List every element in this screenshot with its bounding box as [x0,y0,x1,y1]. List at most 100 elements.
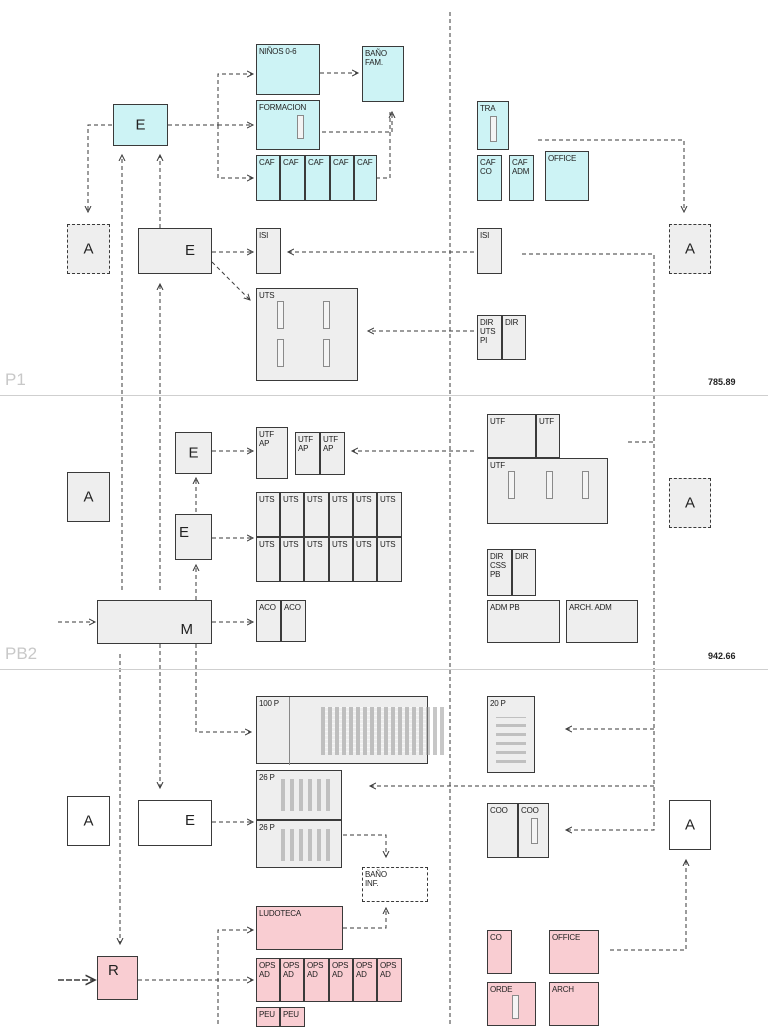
room-co[interactable]: CO [487,930,512,974]
room-ludoteca[interactable]: LUDOTECA [256,906,343,950]
room-label: ACO [259,603,276,612]
room-label: OPS AD [307,961,324,979]
room-label: NIÑOS 0-6 [259,47,297,56]
room-label: OPS AD [259,961,276,979]
entrance-node-top[interactable]: E [113,104,168,146]
room-office-top[interactable]: OFFICE [545,151,589,201]
room-26p-a[interactable]: 26 P [256,770,342,820]
level-elevation-p1: 785.89 [708,377,736,387]
desk-icon [277,301,284,329]
room-arch[interactable]: ARCH [549,982,599,1026]
room-utf-ap-3[interactable]: UTF AP [320,432,345,475]
room-orde[interactable]: ORDE [487,982,536,1026]
room-isi-left[interactable]: ISI [256,228,281,274]
room-ops-ad-3[interactable]: OPS AD [304,958,329,1002]
room-ops-ad-6[interactable]: OPS AD [377,958,402,1002]
seating-block [496,717,526,763]
room-uts-r2-3[interactable]: UTS [304,537,329,582]
room-coo-2[interactable]: COO [518,803,549,858]
room-label: DIR CSS PB [490,552,506,579]
room-dir-2[interactable]: DIR [512,549,536,596]
room-100p-auditorium[interactable]: 100 P [256,696,445,765]
room-ops-ad-2[interactable]: OPS AD [280,958,304,1002]
room-ops-ad-5[interactable]: OPS AD [353,958,377,1002]
room-label: UTS [259,495,275,504]
room-ops-ad-4[interactable]: OPS AD [329,958,353,1002]
room-label: BAÑO INF. [365,870,387,888]
room-uts-r1-2[interactable]: UTS [280,492,304,537]
room-utf-b[interactable]: UTF [536,414,560,458]
room-label: CAF ADM [512,158,530,176]
room-utf-big[interactable]: UTF [487,458,608,524]
room-arch-adm[interactable]: ARCH. ADM [566,600,638,643]
room-utf-ap-2[interactable]: UTF AP [295,432,320,475]
entrance-node-2[interactable]: E [138,228,212,274]
room-utf-ap-1[interactable]: UTF AP [256,427,288,479]
room-utf-a[interactable]: UTF [487,414,536,458]
room-coo-1[interactable]: COO [487,803,518,858]
room-dir-uts-pi[interactable]: DIR UTS PI [477,315,502,360]
access-node-right-low[interactable]: A [669,800,711,850]
room-label: CAF [357,158,373,167]
main-hall-node[interactable]: M [97,600,212,644]
room-caf-3[interactable]: CAF [305,155,330,201]
room-uts-r1-6[interactable]: UTS [377,492,402,537]
room-uts-r2-5[interactable]: UTS [353,537,377,582]
room-ops-ad-1[interactable]: OPS AD [256,958,280,1002]
access-node-3[interactable]: A [67,796,110,846]
room-label: CAF [308,158,324,167]
room-tra[interactable]: TRA [477,101,509,150]
room-uts-r2-1[interactable]: UTS [256,537,280,582]
seating-block [281,829,335,861]
room-bano-inf[interactable]: BAÑO INF. [362,867,428,902]
access-node-right-mid[interactable]: A [669,478,711,528]
room-bano-fam[interactable]: BAÑO FAM. [362,46,404,102]
room-uts-r1-4[interactable]: UTS [329,492,353,537]
access-node-right-top[interactable]: A [669,224,711,274]
table-icon [490,116,497,142]
room-uts-r2-4[interactable]: UTS [329,537,353,582]
entrance-node-4[interactable]: E [175,514,212,560]
room-adm-pb[interactable]: ADM PB [487,600,560,643]
room-dir-css-pb[interactable]: DIR CSS PB [487,549,512,596]
access-label: A [83,488,94,506]
room-peu-2[interactable]: PEU [280,1007,305,1027]
room-caf-4[interactable]: CAF [330,155,354,201]
entrance-node-3[interactable]: E [175,432,212,474]
room-uts-r1-1[interactable]: UTS [256,492,280,537]
room-uts-r1-5[interactable]: UTS [353,492,377,537]
room-26p-b[interactable]: 26 P [256,820,342,868]
room-label: CO [490,933,502,942]
room-office-low[interactable]: OFFICE [549,930,599,974]
room-formacion[interactable]: FORMACION [256,100,320,150]
room-label: UTS [283,495,299,504]
room-isi-right[interactable]: ISI [477,228,502,274]
room-caf-co[interactable]: CAF CO [477,155,502,201]
access-label: A [684,240,695,258]
room-caf-5[interactable]: CAF [354,155,377,201]
access-node-2[interactable]: A [67,472,110,522]
room-aco-1[interactable]: ACO [256,600,281,642]
room-uts-r2-6[interactable]: UTS [377,537,402,582]
room-ninos[interactable]: NIÑOS 0-6 [256,44,320,95]
room-dir-1[interactable]: DIR [502,315,526,360]
room-peu-1[interactable]: PEU [256,1007,280,1027]
reception-node[interactable]: R [97,956,138,1000]
room-label: TRA [480,104,496,113]
room-caf-1[interactable]: CAF [256,155,280,201]
seating-block [321,707,445,755]
room-uts-workspace[interactable]: UTS [256,288,358,381]
access-node-1[interactable]: A [67,224,110,274]
room-aco-2[interactable]: ACO [281,600,306,642]
room-caf-2[interactable]: CAF [280,155,305,201]
room-label: PEU [259,1010,275,1019]
room-uts-r1-3[interactable]: UTS [304,492,329,537]
room-label: UTS [259,291,275,300]
room-caf-adm[interactable]: CAF ADM [509,155,534,201]
room-uts-r2-2[interactable]: UTS [280,537,304,582]
room-20p[interactable]: 20 P [487,696,535,773]
entrance-node-5[interactable]: E [138,800,212,846]
access-label: A [83,812,94,830]
desk-icon [323,339,330,367]
room-label: CAF [259,158,275,167]
